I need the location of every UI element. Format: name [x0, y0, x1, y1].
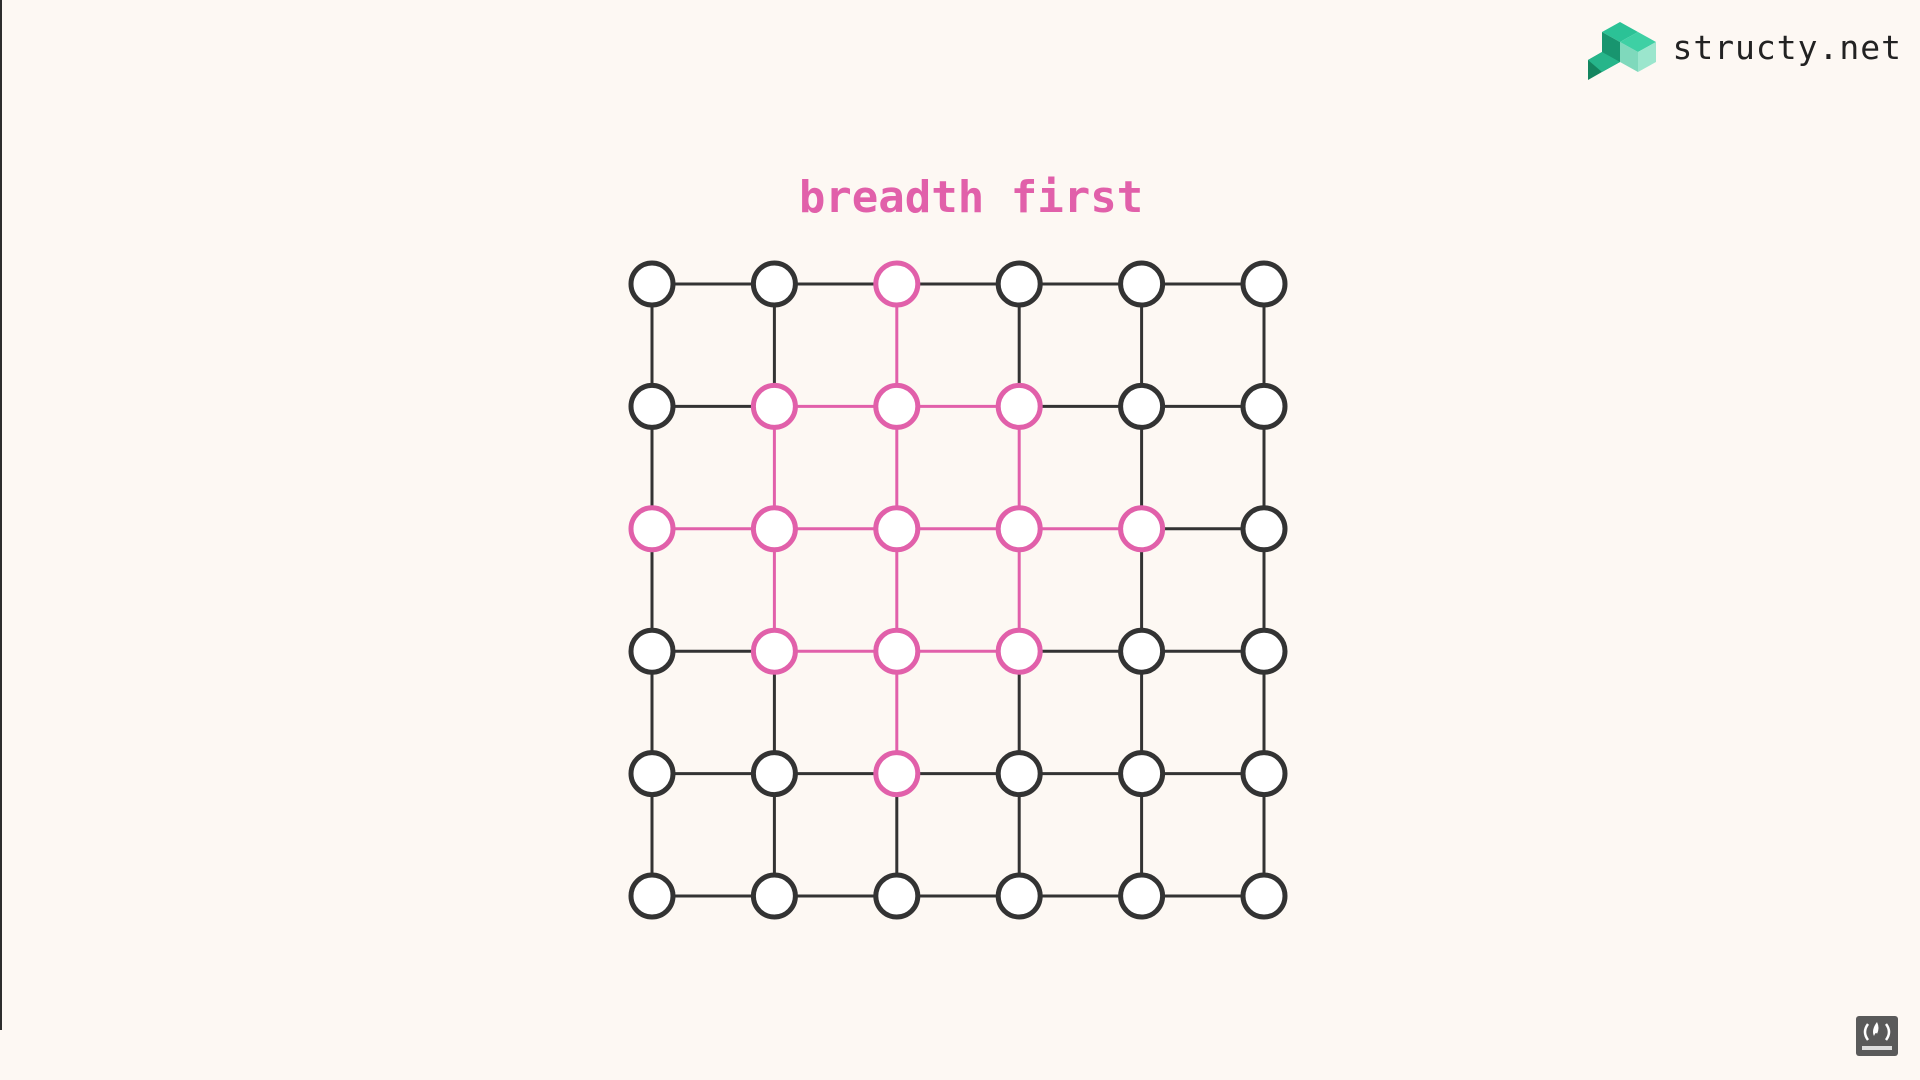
diagram-title: breadth first — [798, 172, 1144, 223]
visited-node — [995, 505, 1043, 553]
node — [1240, 260, 1288, 308]
node — [1240, 872, 1288, 920]
visited-node — [873, 750, 921, 798]
node — [750, 872, 798, 920]
visited-node — [995, 382, 1043, 430]
visited-node — [750, 627, 798, 675]
node — [1240, 750, 1288, 798]
visited-node — [873, 260, 921, 308]
visited-node — [995, 627, 1043, 675]
node — [1118, 260, 1166, 308]
node — [995, 750, 1043, 798]
visited-node — [1118, 505, 1166, 553]
node — [995, 260, 1043, 308]
stacked-cubes-logo-icon — [1588, 22, 1657, 80]
node — [995, 872, 1043, 920]
node — [1118, 750, 1166, 798]
left-edge-divider — [0, 0, 2, 1030]
visited-node — [750, 505, 798, 553]
visited-node — [750, 382, 798, 430]
node — [1240, 382, 1288, 430]
node — [628, 872, 676, 920]
node — [1240, 627, 1288, 675]
subscribe-badge-icon[interactable] — [1856, 1016, 1898, 1056]
node — [1240, 505, 1288, 553]
node — [1118, 382, 1166, 430]
node — [1118, 627, 1166, 675]
nodes — [628, 260, 1288, 920]
node — [1118, 872, 1166, 920]
brand-name[interactable]: structy.net — [1672, 27, 1902, 67]
visited-node — [873, 505, 921, 553]
node — [628, 382, 676, 430]
node — [628, 260, 676, 308]
node — [873, 872, 921, 920]
visited-node — [628, 505, 676, 553]
node — [750, 750, 798, 798]
visited-node — [873, 627, 921, 675]
node — [628, 750, 676, 798]
brand-header: structy.net — [1586, 12, 1902, 82]
visited-node — [873, 382, 921, 430]
edges — [650, 282, 1266, 898]
node — [628, 627, 676, 675]
node — [750, 260, 798, 308]
